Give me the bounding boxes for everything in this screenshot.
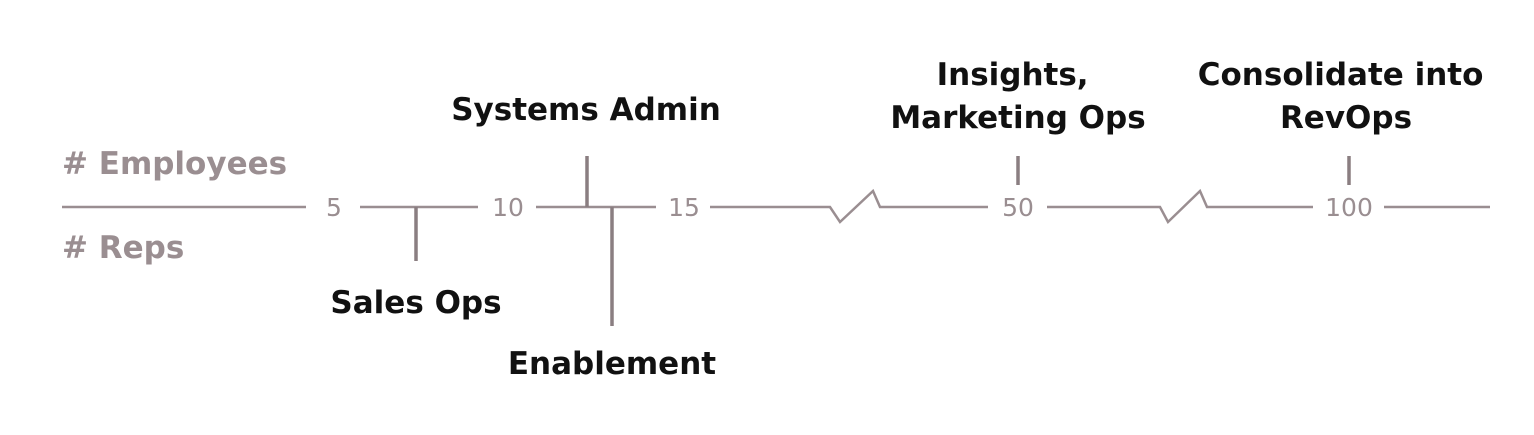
employees-row-label: # Employees <box>62 146 287 182</box>
insights-marketing-ops-label: Insights, Marketing Ops <box>890 57 1145 136</box>
axis-break <box>710 188 988 224</box>
sales-ops-label: Sales Ops <box>330 285 501 321</box>
consolidate-label-line-2: RevOps <box>1280 100 1412 136</box>
tick-label-100: 100 <box>1325 193 1373 222</box>
insights-label-line-2: Marketing Ops <box>890 100 1145 136</box>
axis-break <box>1047 188 1313 225</box>
enablement-label: Enablement <box>508 346 716 382</box>
consolidate-revops-label: Consolidate into RevOps <box>1198 57 1494 136</box>
tick-label-15: 15 <box>668 193 700 222</box>
reps-row-label: # Reps <box>62 230 184 266</box>
axis <box>62 188 1490 225</box>
systems-admin-label: Systems Admin <box>451 92 721 128</box>
insights-label-line-1: Insights, <box>937 57 1089 93</box>
tick-label-5: 5 <box>326 193 342 222</box>
consolidate-label-line-1: Consolidate into <box>1198 57 1484 93</box>
tick-label-50: 50 <box>1002 193 1034 222</box>
tick-label-10: 10 <box>492 193 524 222</box>
